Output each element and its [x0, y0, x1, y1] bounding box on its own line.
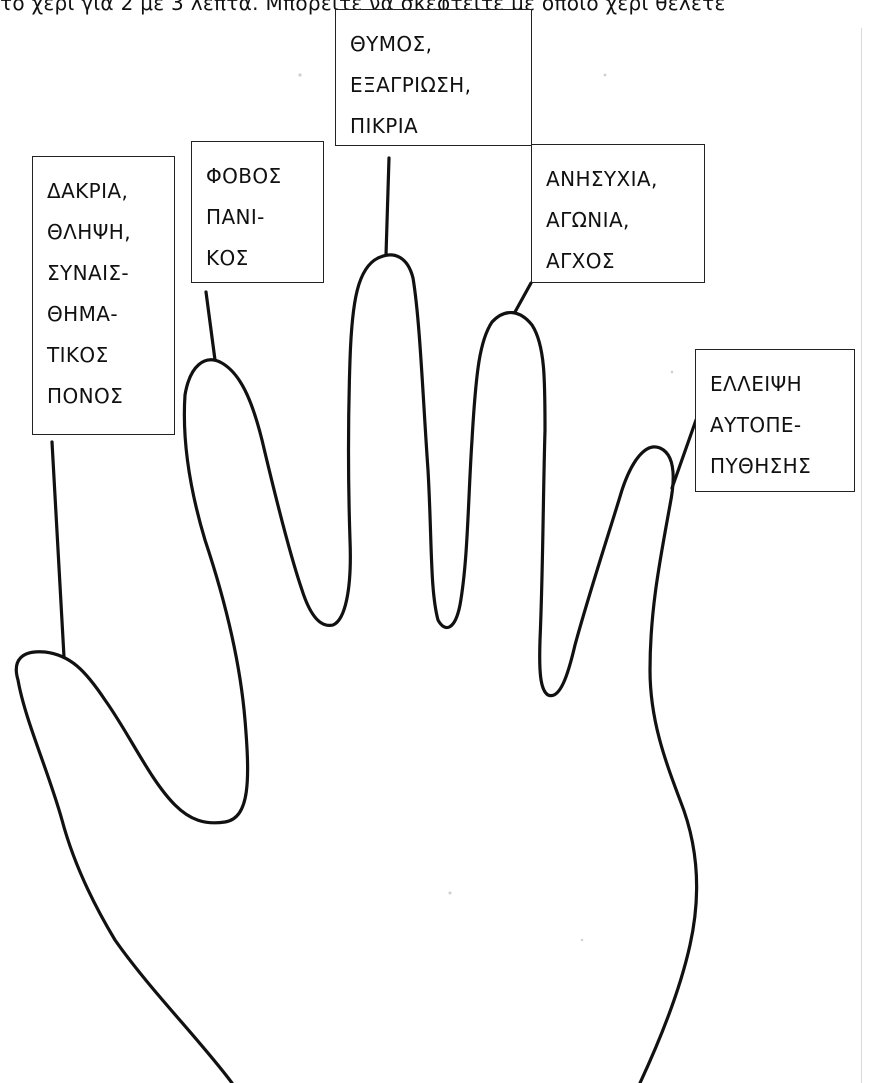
index-label-line: ΠΑΝΙ-: [206, 197, 313, 238]
thumb-label-line: ΤΙΚΟΣ: [47, 335, 164, 376]
ring-label-box: ΑΝΗΣΥΧΙΑ, ΑΓΩΝΙΑ, ΑΓΧΟΣ: [531, 144, 705, 283]
ring-label-line: ΑΝΗΣΥΧΙΑ,: [546, 159, 694, 200]
pinky-label-line: ΠΥΘΗΣΗΣ: [710, 446, 844, 487]
ring-label-line: ΑΓΧΟΣ: [546, 241, 694, 282]
middle-label-line: ΠΙΚΡΙΑ: [350, 106, 521, 147]
ring-label-line: ΑΓΩΝΙΑ,: [546, 200, 694, 241]
middle-label-line: ΕΞΑΓΡΙΩΣΗ,: [350, 65, 521, 106]
index-label-line: ΚΟΣ: [206, 238, 313, 279]
thumb-pointer-line: [52, 442, 64, 657]
thumb-label-line: ΣΥΝΑΙΣ-: [47, 253, 164, 294]
pinky-label-line: ΕΛΛΕΙΨΗ: [710, 364, 844, 405]
thumb-label-box: ΔΑΚΡΙΑ, ΘΛΗΨΗ, ΣΥΝΑΙΣ- ΘΗΜΑ- ΤΙΚΟΣ ΠΟΝΟΣ: [32, 156, 175, 435]
index-pointer-line: [206, 292, 215, 360]
thumb-label-line: ΠΟΝΟΣ: [47, 376, 164, 417]
middle-label-line: ΘΥΜΟΣ,: [350, 24, 521, 65]
pinky-pointer-line: [672, 420, 696, 488]
ring-pointer-line: [515, 283, 531, 312]
pinky-label-box: ΕΛΛΕΙΨΗ ΑΥΤΟΠΕ- ΠΥΘΗΣΗΣ: [695, 349, 855, 492]
pinky-label-line: ΑΥΤΟΠΕ-: [710, 405, 844, 446]
middle-pointer-line: [386, 158, 389, 255]
thumb-label-line: ΔΑΚΡΙΑ,: [47, 171, 164, 212]
middle-label-box: ΘΥΜΟΣ, ΕΞΑΓΡΙΩΣΗ, ΠΙΚΡΙΑ: [335, 9, 532, 146]
index-label-box: ΦΟΒΟΣ ΠΑΝΙ- ΚΟΣ: [191, 141, 324, 283]
thumb-label-line: ΘΛΗΨΗ,: [47, 212, 164, 253]
thumb-label-line: ΘΗΜΑ-: [47, 294, 164, 335]
index-label-line: ΦΟΒΟΣ: [206, 156, 313, 197]
